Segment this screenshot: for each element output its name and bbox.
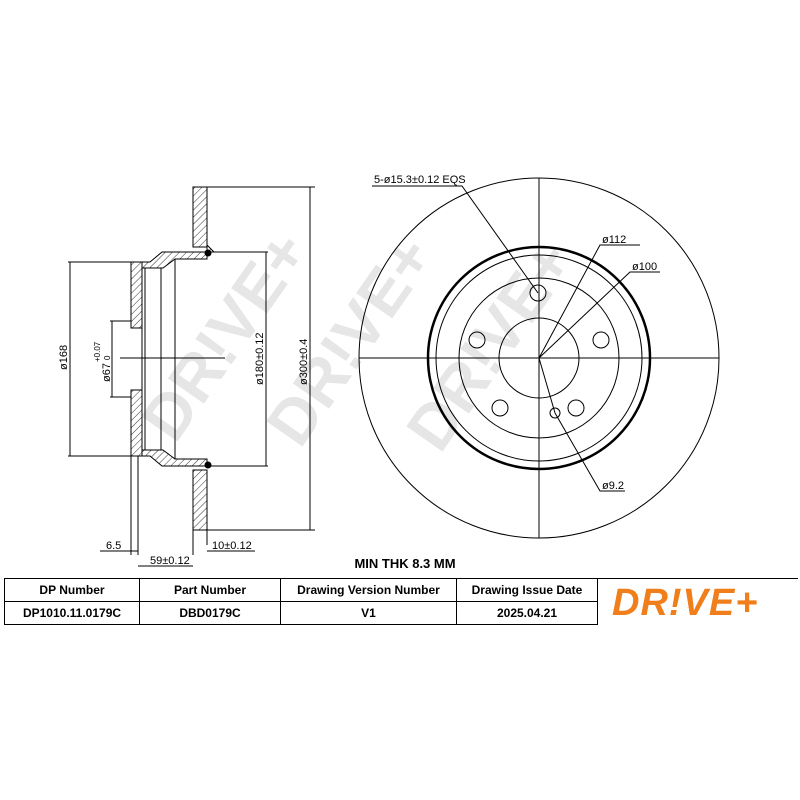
header-dp-number: DP Number bbox=[4, 578, 140, 602]
dim-d67-tol-lower: 0 bbox=[103, 355, 112, 360]
header-issue-date: Drawing Issue Date bbox=[456, 578, 598, 602]
front-view bbox=[358, 177, 720, 539]
dim-d112: ø112 bbox=[602, 234, 626, 246]
dim-59: 59±0.12 bbox=[150, 555, 190, 567]
dim-d180: ø180±0.12 bbox=[254, 332, 266, 385]
value-issue-date: 2025.04.21 bbox=[456, 601, 598, 625]
header-drawing-version: Drawing Version Number bbox=[280, 578, 457, 602]
value-part-number: DBD0179C bbox=[139, 601, 281, 625]
min-thickness-note: MIN THK 8.3 MM bbox=[354, 556, 456, 571]
title-block: DP Number Part Number Drawing Version Nu… bbox=[4, 578, 798, 625]
dim-d100: ø100 bbox=[632, 261, 657, 273]
dim-d168: ø168 bbox=[58, 345, 70, 370]
value-dp-number: DP1010.11.0179C bbox=[4, 601, 140, 625]
dim-6-5: 6.5 bbox=[106, 540, 121, 552]
dim-10: 10±0.12 bbox=[212, 540, 252, 552]
dim-d67-tol-upper: +0.07 bbox=[93, 341, 102, 362]
value-drawing-version: V1 bbox=[280, 601, 457, 625]
dim-d9-2: ø9.2 bbox=[602, 480, 624, 492]
dim-d300: ø300±0.4 bbox=[298, 339, 310, 385]
header-part-number: Part Number bbox=[139, 578, 281, 602]
side-section-view bbox=[68, 186, 315, 567]
logo-cell bbox=[597, 578, 798, 625]
drive-logo: DR!VE+ bbox=[612, 582, 759, 624]
dim-d67: ø67 bbox=[101, 363, 113, 382]
bolt-hole-label: 5-ø15.3±0.12 EQS bbox=[374, 174, 466, 186]
